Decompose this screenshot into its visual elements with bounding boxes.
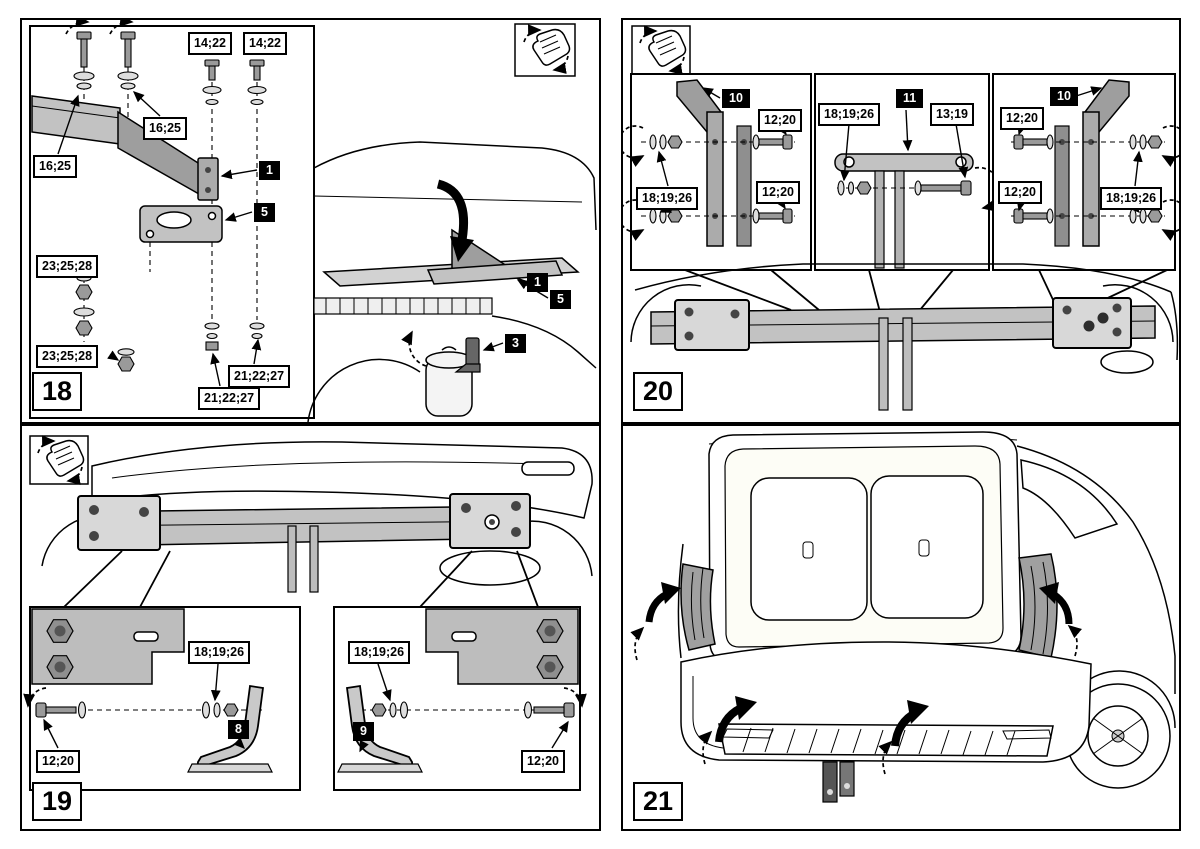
backing-plate — [139, 205, 223, 243]
part-label-strap-left: 8 — [228, 720, 249, 739]
hand-tighten-icon — [29, 435, 89, 485]
chassis-beam-and-bracket — [31, 95, 219, 201]
step-number-21: 21 — [633, 782, 684, 821]
part-label-bracket-inner: 1 — [259, 161, 280, 180]
step-number-18: 18 — [32, 372, 83, 411]
callout-hardware-right: 18;19;26 — [348, 641, 411, 664]
part-label-support: 3 — [505, 334, 526, 353]
bolt-washer-set-right — [202, 59, 267, 106]
step-18-drawing — [29, 20, 597, 422]
step-21-drawing — [630, 431, 1176, 803]
detail-wedge-lines — [63, 550, 539, 608]
part-label-bracket-main: 1 — [527, 273, 548, 292]
callout-b-hardware: 18;19;26 — [818, 103, 881, 126]
panel-step-18: 14;22 14;22 16;25 16;25 1 5 23;25;28 23;… — [20, 18, 601, 424]
callout-c-bolt-mid: 12;20 — [998, 181, 1042, 204]
callout-c-bolt-top: 12;20 — [1000, 107, 1044, 130]
callout-hardware-left: 18;19;26 — [188, 641, 251, 664]
detail-inset-a — [623, 73, 812, 271]
hand-tighten-icon — [631, 25, 691, 75]
callout-a-bolt-mid: 12;20 — [756, 181, 800, 204]
callout-bolt-left: 12;20 — [36, 750, 80, 773]
callout-b-bolt: 13;19 — [930, 103, 974, 126]
part-label-plate-inner: 5 — [254, 203, 275, 222]
callout-bolt-top-a: 14;22 — [188, 32, 232, 55]
step-number-20: 20 — [633, 372, 684, 411]
callout-nut-stack-upper: 23;25;28 — [36, 255, 99, 278]
part-label-strap-right: 9 — [353, 722, 374, 741]
install-direction-arrows — [630, 582, 1082, 775]
part-label-c-bracket: 10 — [1050, 87, 1078, 106]
callout-nut-stack-lower: 23;25;28 — [36, 345, 99, 368]
install-direction-arrow — [401, 179, 474, 367]
callout-nut-right-a: 21;22;27 — [228, 365, 291, 388]
step-number-19: 19 — [32, 782, 83, 821]
hand-tighten-icon — [514, 23, 576, 77]
part-label-plate-main: 5 — [550, 290, 571, 309]
part-label-a-bracket: 10 — [722, 89, 750, 108]
car-rear-view — [677, 431, 1176, 803]
bolt-washer-set-left — [65, 20, 139, 90]
callout-a-bolt-top: 12;20 — [758, 109, 802, 132]
detail-inset-c — [992, 73, 1179, 271]
rear-underbody-with-crossbar — [630, 263, 1179, 411]
part-label-b-strap: 11 — [896, 89, 924, 108]
panel-step-20: 10 12;20 18;19;26 12;20 18;19;26 11 13;1… — [621, 18, 1181, 424]
detail-inset-left — [23, 606, 301, 791]
callout-c-hardware: 18;19;26 — [1100, 187, 1163, 210]
callout-nut-right-b: 21;22;27 — [198, 387, 261, 410]
step-19-drawing — [23, 435, 593, 791]
callout-a-hardware: 18;19;26 — [636, 187, 699, 210]
callout-washer-upper: 16;25 — [143, 117, 187, 140]
rear-underbody-with-crossbar — [41, 441, 593, 593]
tow-bracket — [822, 761, 855, 803]
panel-step-19: 18;19;26 8 12;20 18;19;26 9 12;20 19 — [20, 424, 601, 831]
callout-bolt-top-b: 14;22 — [243, 32, 287, 55]
panel-step-21: 21 — [621, 424, 1181, 831]
car-underbody-side-view — [307, 141, 597, 422]
callout-washer-lower: 16;25 — [33, 155, 77, 178]
callout-bolt-right: 12;20 — [521, 750, 565, 773]
step-20-drawing — [623, 25, 1179, 411]
